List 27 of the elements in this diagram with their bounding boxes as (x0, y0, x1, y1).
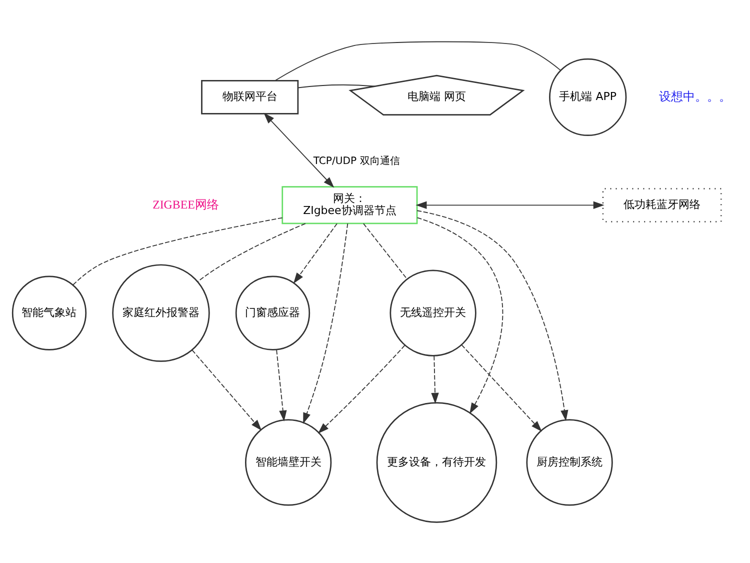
arrow (416, 216, 504, 414)
node-box: 网关： ZIgbee协调器节点 (282, 186, 418, 224)
arrow (192, 349, 262, 430)
connector (298, 84, 376, 88)
connector (72, 216, 283, 285)
arrow (461, 344, 542, 432)
connector (198, 222, 306, 282)
node-circle: 智能气象站 (12, 275, 87, 350)
label: ZIGBEE网络 (152, 196, 219, 211)
label: 设想中。。。 (659, 88, 732, 103)
node-circle: 手机端 APP (549, 58, 627, 136)
arrow (318, 344, 406, 434)
arrow (264, 112, 334, 188)
node-box: 低功耗蓝牙网络 (602, 187, 722, 222)
connector (363, 222, 408, 280)
arrow (276, 349, 287, 421)
node-circle: 门窗感应器 (235, 275, 310, 350)
arrow (416, 210, 568, 421)
arrow (431, 354, 439, 404)
connector (274, 40, 561, 80)
arrow (416, 200, 604, 208)
edge-label: TCP/UDP 双向通信 (313, 155, 400, 166)
arrow (293, 222, 338, 284)
node-circle: 无线遥控开关 (390, 269, 476, 356)
node-circle: 家庭红外报警器 (112, 264, 210, 362)
arrow (303, 222, 348, 424)
node-box: 物联网平台 (201, 80, 299, 114)
